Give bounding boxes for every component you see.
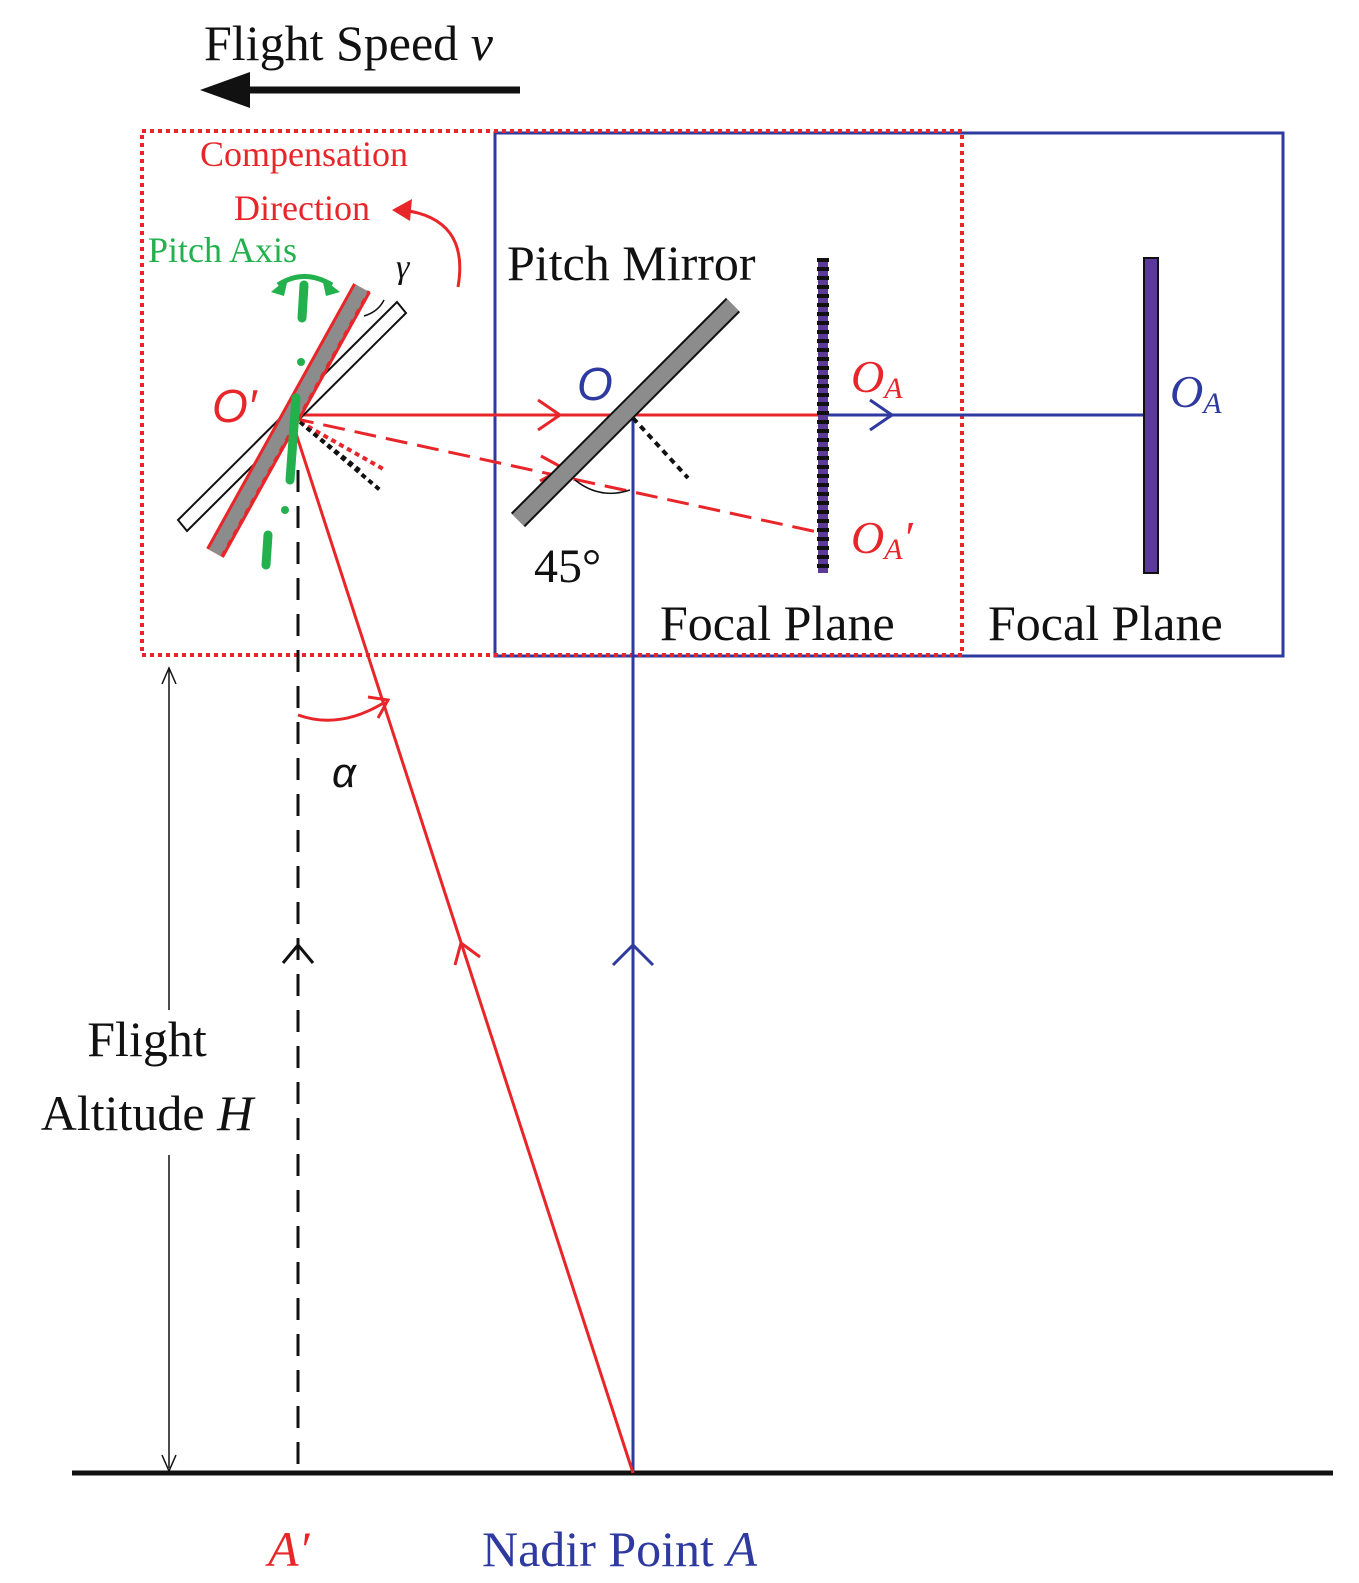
a-prime-label: A′ [265, 1521, 311, 1577]
compensation-label-line2: Direction [234, 188, 370, 228]
oa-prime-label: OA′ [851, 512, 914, 566]
focal-plane-left [817, 258, 829, 573]
pitch-axis-rotation-icon [271, 274, 340, 296]
blue-ray-arrowhead [611, 942, 655, 967]
dashed-line-arrowhead [281, 942, 315, 964]
gamma-arc [363, 299, 385, 317]
altitude-dimension-line [161, 666, 177, 1473]
oa-red-label: OA [851, 351, 903, 405]
gamma-label: γ [396, 249, 411, 286]
angle-45-label: 45° [534, 540, 601, 593]
pitch-axis-label: Pitch Axis [148, 230, 297, 270]
angle-45-arc [574, 479, 631, 495]
o-prime-label: O′ [212, 380, 258, 432]
focal-plane-left-label: Focal Plane [660, 595, 895, 651]
red-ray-arrowhead [453, 940, 481, 966]
red-horizontal-arrowhead [537, 398, 563, 432]
pitch-mirror [510, 297, 741, 528]
red-compensation-box [140, 129, 964, 657]
focal-plane-right-label: Focal Plane [988, 595, 1223, 651]
pitch-mirror-label: Pitch Mirror [507, 235, 756, 291]
compensated-mirror-rotated [206, 283, 371, 558]
alpha-arc-arrowhead [367, 695, 391, 719]
flight-speed-label: Flight Speed v [204, 15, 494, 71]
pitch-axis-line [261, 280, 309, 570]
compensation-direction-arrow [392, 199, 462, 288]
flight-speed-arrow [200, 72, 520, 108]
focal-plane-right [1143, 257, 1159, 574]
flight-altitude-line2: Altitude H [41, 1085, 256, 1141]
o-label: O [577, 358, 613, 410]
alpha-label: α [332, 749, 357, 796]
flight-altitude-line1: Flight [87, 1011, 207, 1067]
blue-horizontal-arrowhead [869, 398, 895, 432]
compensation-label-line1: Compensation [200, 134, 408, 174]
mirror-normal-dashed [631, 416, 690, 480]
alpha-arc [297, 700, 386, 722]
nadir-point-label: Nadir Point A [482, 1521, 757, 1577]
mirror-normal-dashes-left [298, 420, 386, 492]
oa-blue-label: OA [1170, 366, 1222, 420]
